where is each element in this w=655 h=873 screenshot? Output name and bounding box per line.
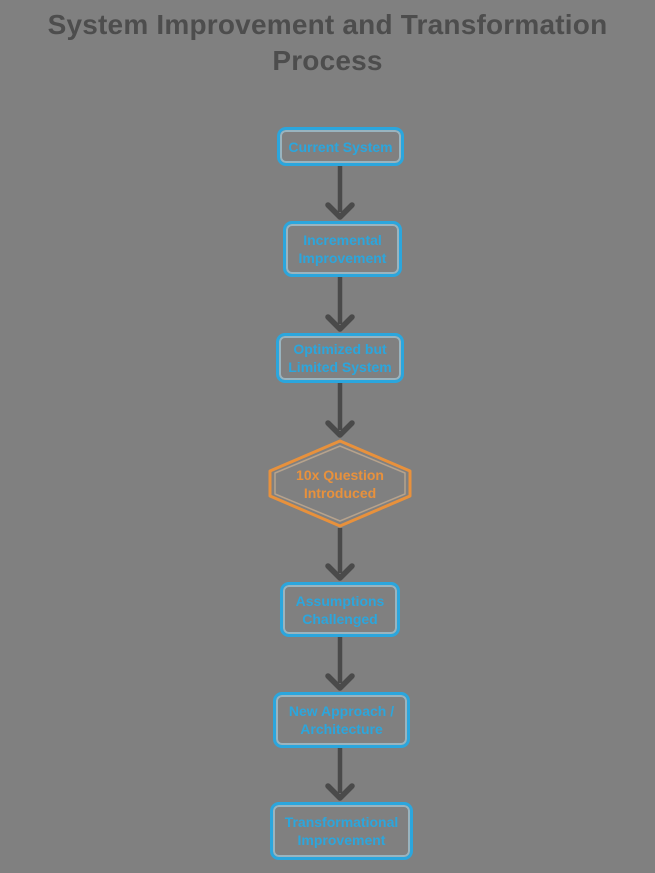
- arrow-down-2: [325, 277, 355, 333]
- arrow-down-4: [325, 528, 355, 582]
- diagram-title: System Improvement and Transformation Pr…: [47, 9, 608, 76]
- node-label: Incremental Improvement: [298, 232, 387, 266]
- arrow-down-1: [325, 166, 355, 221]
- arrow-down-3: [325, 383, 355, 439]
- flow-node-assumptions-challenged: Assumptions Challenged: [280, 582, 400, 637]
- node-label: Optimized but Limited System: [288, 341, 392, 375]
- node-label: 10x Question Introduced: [296, 466, 384, 501]
- flow-node-10x-question-introduced: 10x Question Introduced: [267, 439, 413, 528]
- flow-node-current-system: Current System: [277, 127, 404, 166]
- node-label: New Approach / Architecture: [288, 703, 395, 737]
- flow-node-optimized-but-limited-system: Optimized but Limited System: [276, 333, 404, 383]
- arrow-down-5: [325, 637, 355, 692]
- node-label: Current System: [288, 138, 393, 155]
- flow-node-incremental-improvement: Incremental Improvement: [283, 221, 402, 277]
- arrow-down-6: [325, 748, 355, 802]
- flow-node-new-approach-architecture: New Approach / Architecture: [273, 692, 410, 748]
- node-label: Transformational Improvement: [284, 814, 399, 848]
- node-label: Assumptions Challenged: [295, 592, 385, 627]
- flow-node-transformational-improvement: Transformational Improvement: [270, 802, 413, 860]
